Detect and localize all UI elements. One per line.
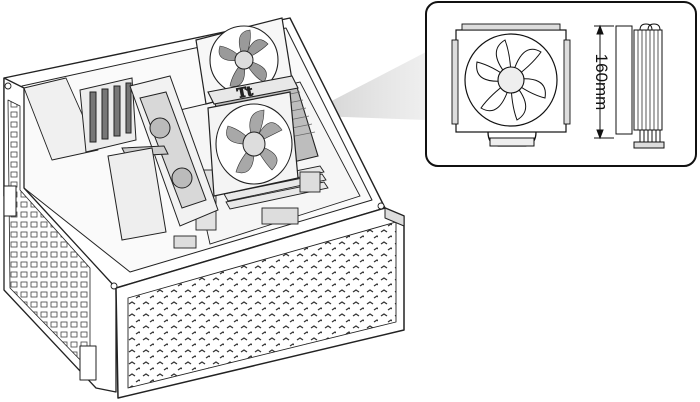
drive-cage: [107, 147, 167, 241]
case-right-edge: [384, 207, 405, 227]
case-foot-front-left: [79, 345, 97, 381]
case-screw: [377, 202, 385, 210]
connector-block: [261, 207, 299, 225]
side-grill: [7, 99, 91, 371]
gpu-fan-icon: [149, 117, 171, 139]
rear-exhaust-fan: [195, 17, 293, 105]
cooler-front-view: [451, 23, 571, 147]
connector-block: [299, 171, 321, 193]
callout-box: 160mm: [425, 1, 697, 167]
expansion-area: [79, 75, 219, 241]
front-mesh: [127, 221, 397, 389]
cooler-top-cap: [207, 75, 299, 105]
connector-block: [173, 235, 197, 249]
case-left-wall: [23, 77, 99, 161]
height-dimension: [594, 24, 614, 140]
case-foot-left: [3, 185, 17, 217]
cooler-side-view: [615, 23, 665, 149]
gpu-fan-icon: [171, 167, 193, 189]
cooler-brand-mark: Tt: [236, 84, 254, 102]
cpu-tower-cooler: Tt: [207, 75, 319, 197]
dimension-label: 160mm: [592, 54, 611, 111]
pci-slot-covers: [89, 82, 132, 143]
case-screw: [110, 282, 118, 290]
case-screw: [4, 82, 12, 90]
callout-beam: [318, 52, 426, 120]
